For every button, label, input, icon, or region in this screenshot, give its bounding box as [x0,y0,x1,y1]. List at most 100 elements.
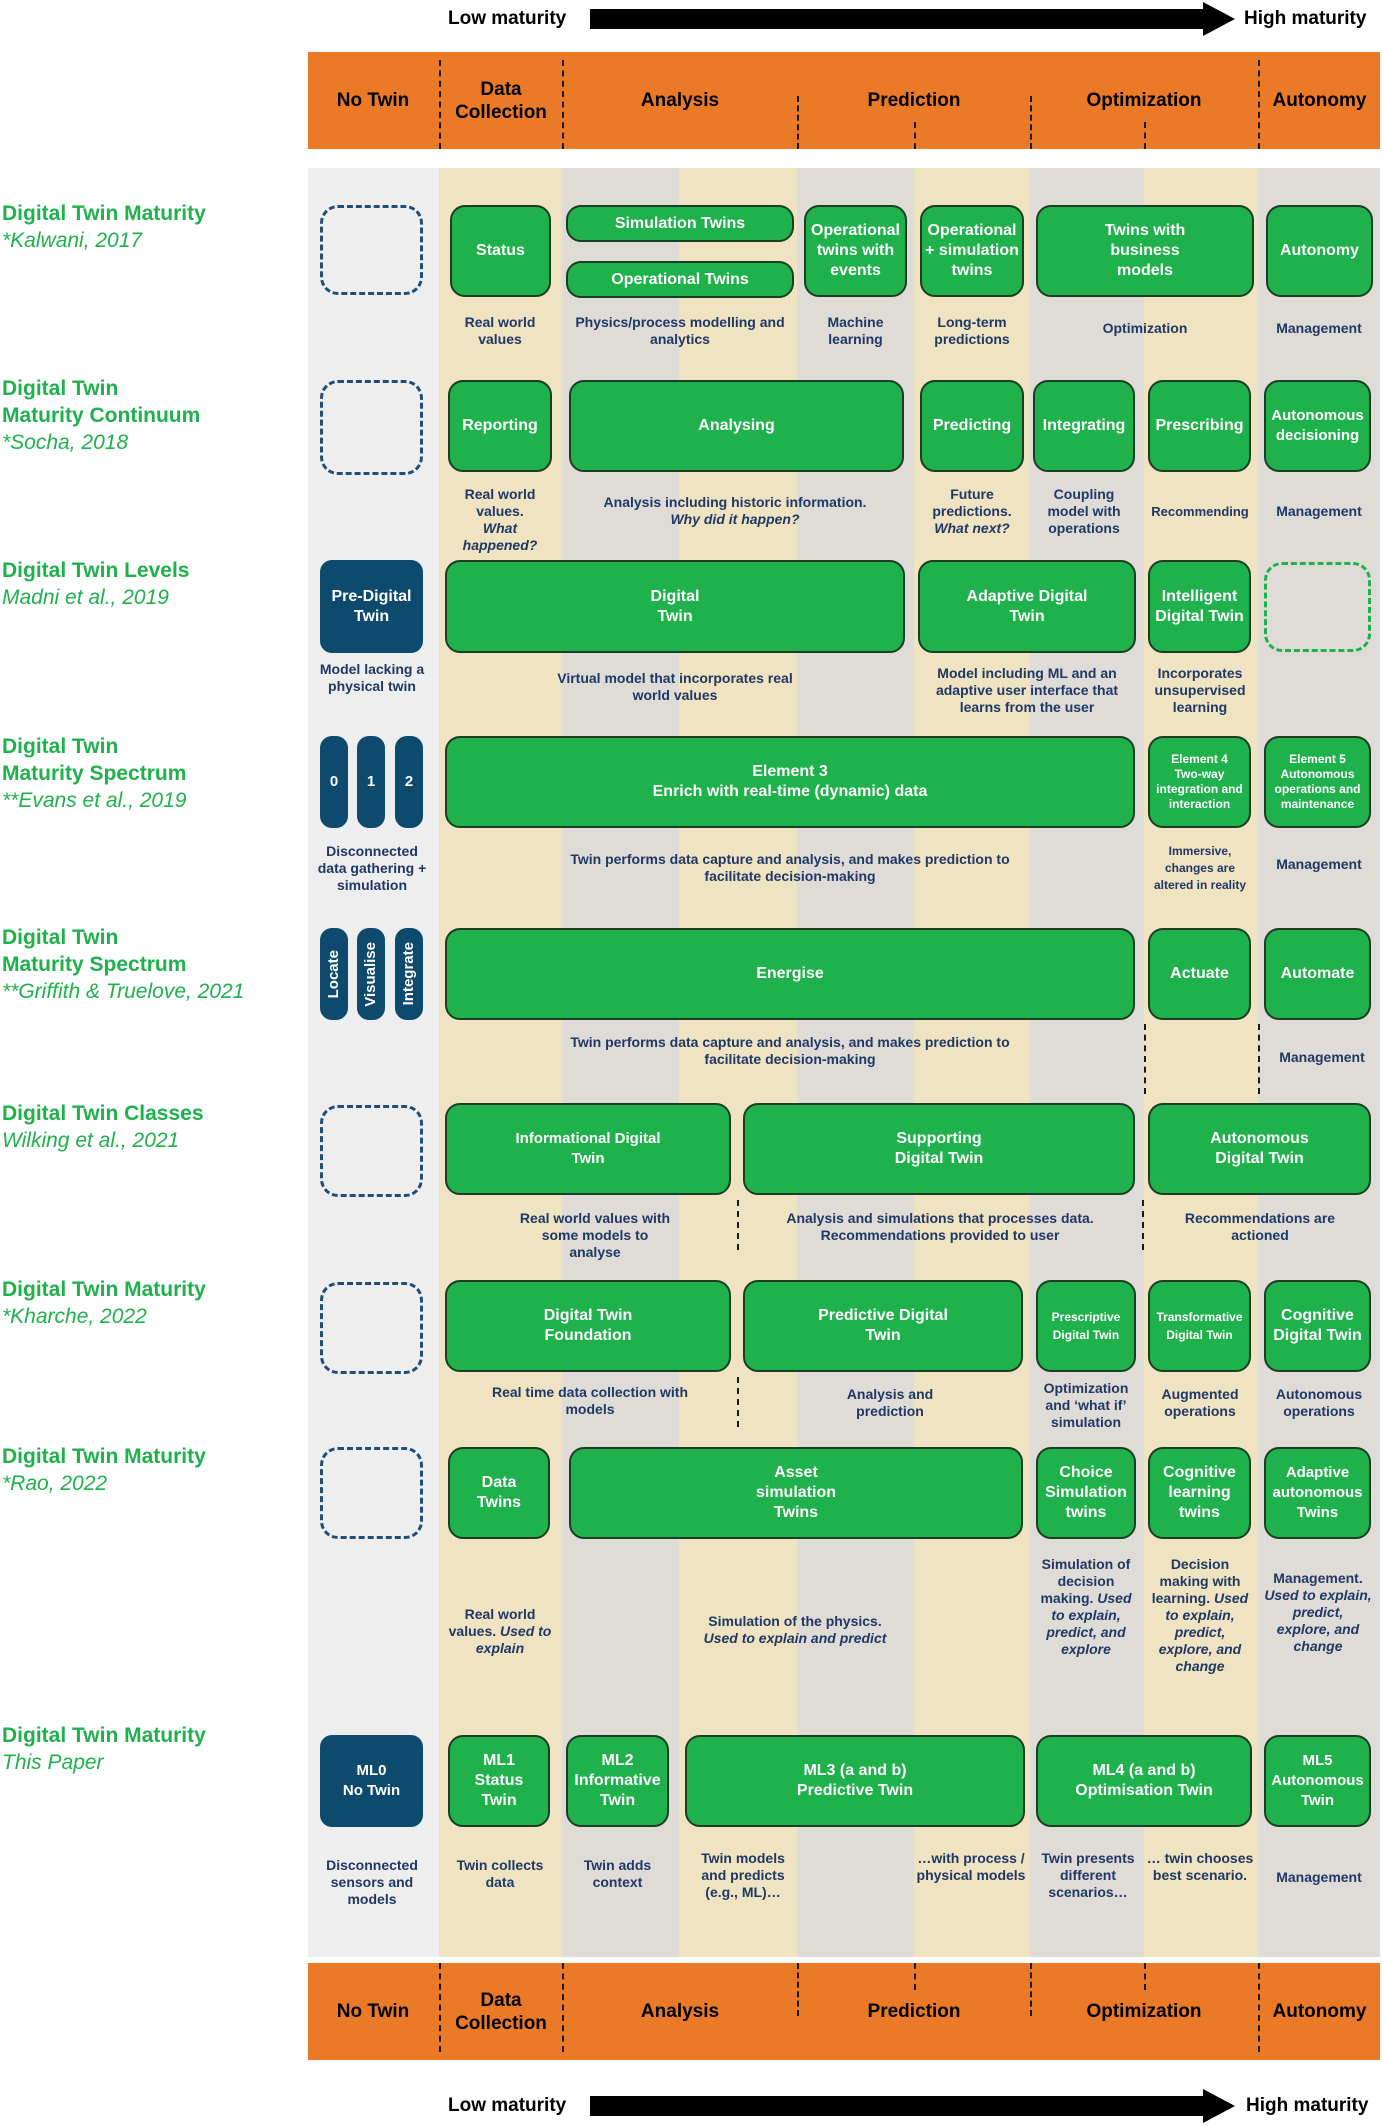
row1-autonomy: Autonomy [1266,205,1373,297]
row9-desc-7: Management [1276,1869,1362,1885]
row2-desc-6: Management [1276,503,1362,519]
row1-business-models: Twins with business models [1036,205,1254,297]
row8-desc-4: Decision making with learning. Used to e… [1151,1556,1249,1674]
stage-data-collection: Data Collection [455,78,547,123]
row8-cognitive-learning: Cognitive learning twins [1148,1447,1251,1539]
row5-actuate: Actuate [1148,928,1251,1020]
footer-divider [1258,1963,1260,2052]
row7-transformative: Transformative Digital Twin [1148,1280,1251,1372]
row2-reporting: Reporting [448,380,552,472]
row4-desc-1: Twin performs data capture and analysis,… [570,851,1010,884]
row7-desc-3: Optimization and ‘what if’ simulation [1043,1380,1129,1430]
stage-prediction-bottom: Prediction [867,2001,961,2022]
stage-header-bottom [308,1963,1380,2060]
row2-predicting: Predicting [920,380,1024,472]
row1-operational-events: Operational twins with events [804,205,907,297]
row5-visualise: Visualise [357,928,385,1020]
row8-asset-simulation: Asset simulation Twins [569,1447,1023,1539]
row3-pre-digital-twin: Pre-Digital Twin [320,560,423,653]
row4-element-0: 0 [320,736,348,828]
row7-desc-5: Autonomous operations [1275,1386,1363,1419]
row6-empty-box [320,1105,423,1197]
row4-element-2: 2 [395,736,423,828]
row1-title: Digital Twin Maturity*Kalwani, 2017 [2,202,206,252]
row6-desc-1: Real world values with some models to an… [519,1210,671,1260]
row1-empty-box [320,205,423,295]
row8-desc-2: Simulation of the physics.Used to explai… [703,1613,887,1646]
row7-cognitive: Cognitive Digital Twin [1264,1280,1371,1372]
row1-desc-3: Machine learning [827,314,884,347]
maturity-arrow-top [590,9,1205,29]
stage-no-twin-bottom: No Twin [336,2001,410,2022]
header-divider [1144,122,1146,149]
row5-locate: Locate [320,928,348,1020]
header-divider [1030,96,1032,149]
header-divider [1258,60,1260,149]
row9-desc-5: Twin presents different scenarios… [1041,1850,1135,1900]
row9-desc-4: …with process / physical models [916,1850,1026,1883]
row5-automate: Automate [1264,928,1371,1020]
maturity-arrow-bottom [590,2096,1205,2116]
row6-supporting-twin: Supporting Digital Twin [743,1103,1135,1195]
row7-prescriptive: Prescriptive Digital Twin [1036,1280,1136,1372]
row7-divider [737,1377,739,1427]
row7-desc-1: Real time data collection with models [491,1384,689,1417]
row5-divider [1144,1024,1146,1094]
stage-header-top [308,52,1380,149]
low-maturity-label-bottom: Low maturity [448,2095,567,2116]
footer-divider [914,1963,916,1990]
stage-optimization: Optimization [1086,90,1202,111]
row1-operational-twins: Operational Twins [566,261,794,298]
row8-title: Digital Twin Maturity*Rao, 2022 [2,1445,206,1495]
row9-desc-1: Twin collects data [456,1857,544,1890]
row6-autonomous-twin: Autonomous Digital Twin [1148,1103,1371,1195]
row4-desc-2: Immersive, changes are altered in realit… [1153,844,1247,892]
row3-desc-3: Incorporates unsupervised learning [1154,665,1246,715]
row7-foundation: Digital Twin Foundation [445,1280,731,1372]
row9-ml3: ML3 (a and b)Predictive Twin [685,1735,1025,1827]
header-divider [439,60,441,149]
row8-desc-5: Management. Used to explain, predict, ex… [1264,1570,1372,1654]
high-maturity-label: High maturity [1244,8,1367,29]
stage-data-collection-bottom: Data Collection [455,1989,547,2034]
row5-desc-2: Management [1279,1049,1365,1065]
row7-empty-box [320,1282,423,1374]
row2-autonomous-decisioning: Autonomous decisioning [1264,380,1371,472]
row1-operational-simulation: Operational + simulation twins [920,205,1024,297]
maturity-arrowhead-top [1203,2,1235,36]
footer-divider [797,1963,799,2016]
row2-prescribing: Prescribing [1148,380,1251,472]
stage-autonomy: Autonomy [1272,90,1367,111]
row2-desc-1: Real world values.What happened? [462,486,538,553]
row3-desc-0: Model lacking a physical twin [319,661,425,694]
header-divider [914,122,916,149]
row3-desc-1: Virtual model that incorporates real wor… [557,670,793,703]
row6-desc-3: Recommendations are actioned [1184,1210,1336,1243]
row4-element-1: 1 [357,736,385,828]
row3-empty-box [1264,562,1371,652]
row1-simulation-twins: Simulation Twins [566,205,794,242]
row6-divider [1142,1200,1144,1250]
row1-desc-5: Optimization [1102,320,1188,336]
row7-desc-2: Analysis and prediction [846,1386,934,1419]
header-divider [797,96,799,149]
row2-integrating: Integrating [1033,380,1135,472]
row3-intelligent-digital-twin: Intelligent Digital Twin [1148,560,1251,653]
row4-element-4: Element 4 Two-way integration and intera… [1148,736,1251,828]
row8-desc-3: Simulation of decision making. Used to e… [1040,1556,1132,1657]
row9-desc-2: Twin adds context [583,1857,652,1890]
row9-desc-3: Twin models and predicts (e.g., ML)… [701,1850,785,1900]
row3-adaptive-digital-twin: Adaptive Digital Twin [918,560,1136,653]
row4-desc-3: Management [1276,856,1362,872]
high-maturity-label-bottom: High maturity [1246,2095,1369,2116]
row2-empty-box [320,380,423,475]
row8-data-twins: Data Twins [448,1447,550,1539]
footer-divider [439,1963,441,2052]
